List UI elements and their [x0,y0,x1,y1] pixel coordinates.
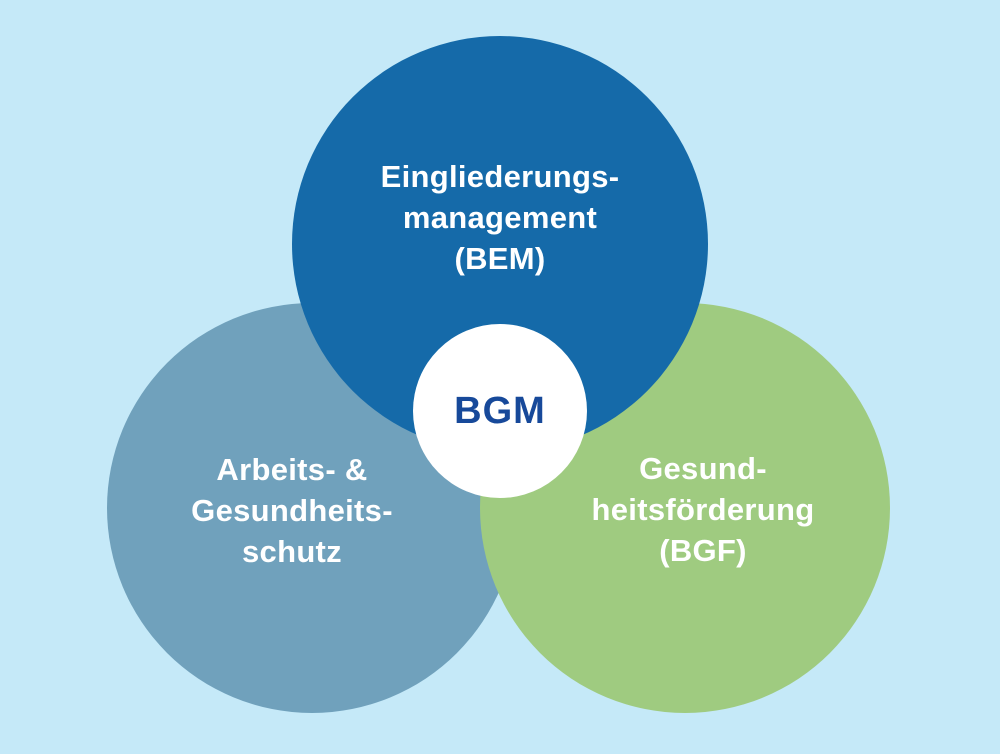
label-arbeitsschutz-line3: schutz [242,534,342,569]
label-arbeits-gesundheitsschutz: Arbeits- & Gesundheits- schutz [92,449,492,572]
circle-bgm-center [413,324,587,498]
label-bgf-line3: (BGF) [659,533,747,568]
label-bgm: BGM [454,389,546,432]
label-arbeitsschutz-line1: Arbeits- & [216,452,368,487]
label-bem-line1: Eingliederungs- [380,159,620,194]
label-bem-line2: management [402,200,598,235]
label-bem-line3: (BEM) [454,241,546,276]
label-bgf: Gesund- heitsförderung (BGF) [503,448,903,571]
label-bgf-line2: heitsförderung [591,492,815,527]
label-bem: Eingliederungs- management (BEM) [300,156,700,279]
label-bgf-line1: Gesund- [639,451,767,486]
label-arbeitsschutz-line2: Gesundheits- [191,493,393,528]
